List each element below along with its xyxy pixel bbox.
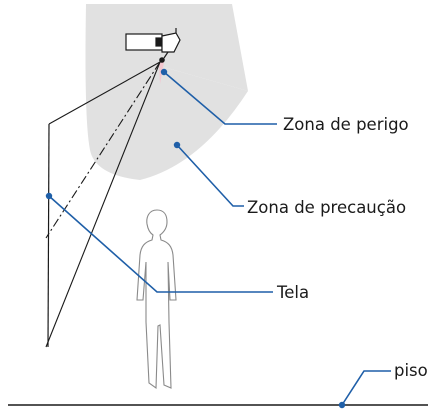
leader-dot-floor <box>338 401 346 409</box>
leader-danger-zone <box>163 71 277 125</box>
leader-floor <box>341 370 391 406</box>
label-screen: Tela <box>276 283 309 302</box>
label-danger-zone: Zona de perigo <box>283 115 409 134</box>
projection-rays <box>45 61 161 348</box>
label-floor: piso <box>394 361 428 380</box>
leader-dot-danger <box>160 68 168 76</box>
label-caution-zone: Zona de precaução <box>247 198 406 217</box>
leader-dot-caution <box>173 141 181 149</box>
screen-line <box>47 123 50 348</box>
leader-screen <box>48 195 273 293</box>
projector-icon <box>125 28 181 63</box>
person-silhouette-icon <box>136 209 177 390</box>
leader-dot-screen <box>45 192 53 200</box>
leader-caution-zone <box>176 144 244 207</box>
